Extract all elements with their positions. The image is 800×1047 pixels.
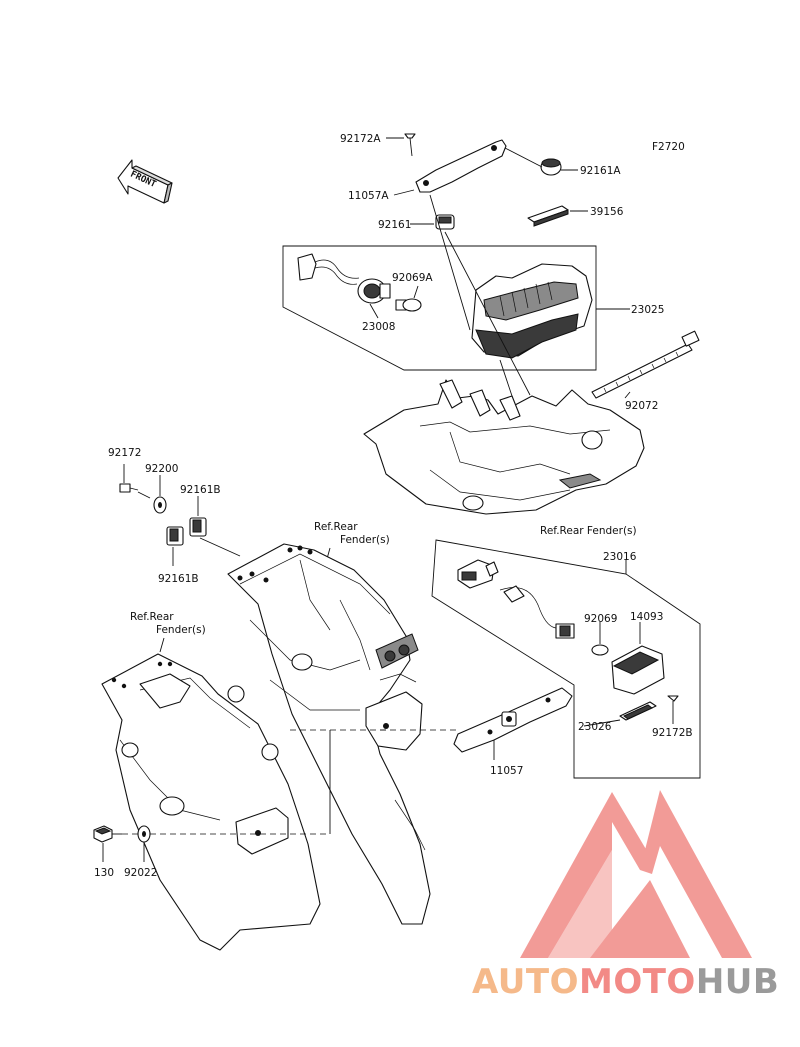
label-92161b-top: 92161B [180,484,221,496]
label-92172a: 92172A [340,133,381,145]
label-92200: 92200 [145,463,178,475]
socket-harness-23008 [297,253,391,304]
figure-code: F2720 [652,141,685,153]
bulb-92069 [591,644,609,656]
tail-light-unit [471,263,593,359]
bracket-11057 [453,687,573,753]
screw-92172 [119,483,139,493]
ref-rear-fender-label-1a: Ref.Rear [314,521,358,533]
watermark-text: AUTOMOTOHUB [472,962,779,1002]
ref-rear-fender-label-3b: Fender(s) [156,624,206,636]
label-23008: 23008 [362,321,395,333]
grommet-92161b-bottom [166,526,184,546]
bulb-92069a [395,298,422,312]
washer-92200 [153,496,167,514]
ref-rear-fender-label-2: Ref.Rear Fender(s) [540,525,637,537]
label-23025: 23025 [631,304,664,316]
label-92069a: 92069A [392,272,433,284]
ref-rear-fender-label-1b: Fender(s) [340,534,390,546]
label-14093: 14093 [630,611,663,623]
label-92022: 92022 [124,867,157,879]
license-harness [457,559,575,639]
label-92072: 92072 [625,400,658,412]
grommet-92161 [435,214,455,230]
assembly-box-23016 [431,539,701,779]
ref-rear-fender-label-3a: Ref.Rear [130,611,174,623]
washer-92022 [137,825,151,843]
label-92161: 92161 [378,219,411,231]
label-92172b: 92172B [652,727,693,739]
assembly-box-23025 [282,245,597,371]
watermark-logo-icon [520,790,752,958]
label-92161b-bottom: 92161B [158,573,199,585]
bolt-130 [93,825,122,843]
label-23026: 23026 [578,721,612,733]
pad-39156 [527,205,569,227]
rear-fender-upper [363,379,645,515]
watermark-moto: MOTO [578,962,696,1002]
label-23016: 23016 [603,551,637,563]
front-arrow-icon: FRONT [117,159,173,204]
label-11057: 11057 [490,765,523,777]
screw-92172a [404,133,416,157]
label-130: 130 [94,867,114,879]
label-92172: 92172 [108,447,141,459]
gasket-23026 [619,701,657,721]
label-92069: 92069 [584,613,617,625]
rear-fender-left [101,653,321,951]
screw-92172b [667,695,679,724]
watermark-hub: HUB [695,962,780,1002]
grommet-92161a [540,158,562,176]
label-92161a: 92161A [580,165,621,177]
bracket-11057a [415,139,507,193]
rear-fender-middle [227,543,431,925]
label-39156: 39156 [590,206,624,218]
lens-14093 [611,645,665,695]
grommet-92161b-top [189,517,207,537]
zip-tie-92072 [591,330,700,399]
label-11057a: 11057A [348,190,389,202]
watermark-auto: AUTO [472,962,579,1002]
